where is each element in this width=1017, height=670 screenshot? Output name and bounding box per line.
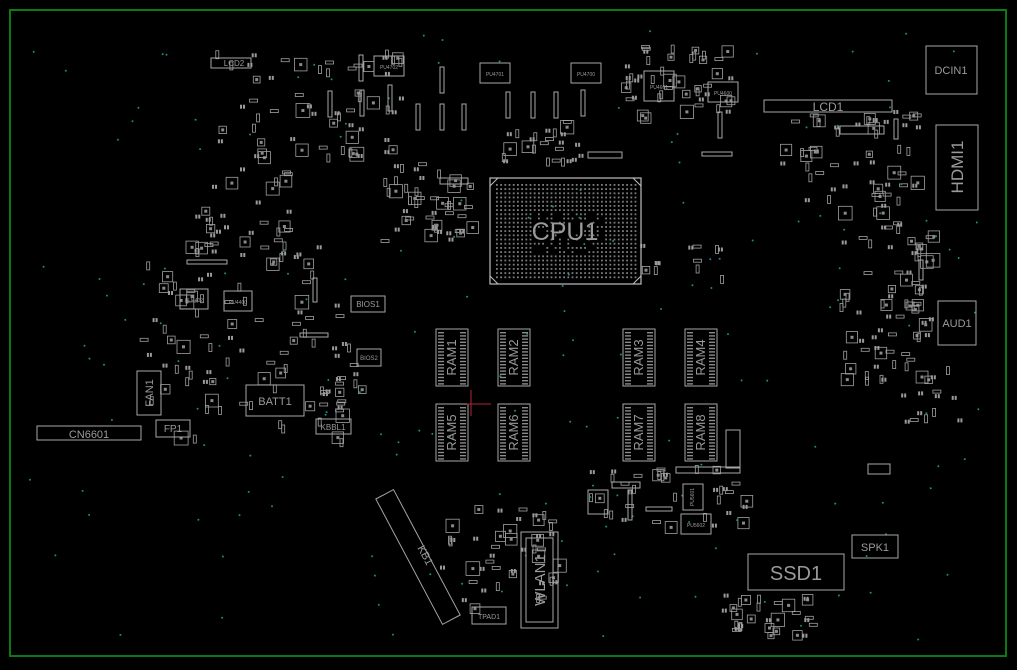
battery-connector[interactable]: BATT1 [245, 384, 305, 417]
fan-connector[interactable]: FAN1 [136, 370, 162, 416]
pu-label: PU5601 [690, 488, 696, 506]
bios-chip[interactable]: BIOS1 [350, 295, 386, 313]
speaker-label: SPK1 [861, 542, 889, 554]
misc-outlines [186, 54, 924, 521]
pu4702-chip[interactable]: PU4702 [373, 55, 405, 77]
pu-label: PU4700 [577, 72, 595, 78]
cn6601-connector[interactable]: CN6601 [36, 425, 142, 441]
ram-pads [438, 332, 715, 460]
ram-chip[interactable]: RAM1 [435, 328, 469, 387]
crosshair-cursor-icon [467, 390, 491, 416]
pu-label: PU4600 [714, 91, 732, 97]
fingerprint-label: FP1 [164, 424, 183, 435]
dcin-connector[interactable]: DCIN1 [925, 45, 978, 95]
pu4701-chip[interactable]: PU4701 [479, 62, 511, 84]
lcd2-label: LCD2 [224, 59, 245, 68]
kb-backlight-connector[interactable]: KBBL1 [315, 418, 352, 435]
ram-label: RAM4 [693, 339, 708, 375]
cpu-package[interactable]: CPU1 [489, 177, 642, 285]
ssd-slot[interactable]: SSD1 [747, 553, 845, 591]
board-outline [9, 9, 1007, 657]
audio-label: AUD1 [942, 318, 971, 330]
lcd1-label: LCD1 [813, 100, 844, 114]
ram-chip[interactable]: RAM8 [684, 403, 718, 462]
pu-label: PU4402 [185, 298, 203, 304]
pu4700-chip[interactable]: PU4700 [570, 62, 602, 84]
ssd-label: SSD1 [770, 563, 822, 585]
pu-label: PU4702 [380, 65, 398, 71]
wlan-module[interactable]: WLAN1 [520, 531, 559, 629]
ram-chip[interactable]: RAM6 [497, 403, 531, 462]
touchpad-connector[interactable]: TPAD1 [471, 606, 507, 625]
pu4601-chip[interactable]: PU4601 [643, 70, 675, 102]
ram-label: RAM8 [693, 414, 708, 450]
pu-label: PU4701 [486, 72, 504, 78]
fan-label: FAN1 [144, 379, 156, 407]
ram-chip[interactable]: RAM2 [497, 328, 531, 387]
bios2-label: BIOS2 [360, 356, 378, 362]
pu5601-chip[interactable]: PU5601 [682, 483, 704, 511]
small-components [139, 44, 963, 641]
pu5602-chip[interactable]: PU5602 [680, 513, 712, 535]
pu-label: PU5602 [687, 523, 705, 529]
speaker-connector[interactable]: SPK1 [851, 534, 899, 559]
ram-label: RAM1 [444, 339, 459, 375]
fingerprint-connector[interactable]: FP1 [155, 419, 191, 438]
wlan-label: WLAN1 [532, 554, 549, 606]
kb-backlight-label: KBBL1 [321, 423, 346, 432]
pu-label: PU4601 [650, 85, 668, 91]
pu-label: PU4400 [229, 300, 247, 306]
pu4402-chip[interactable]: PU4402 [179, 288, 209, 310]
ram-label: RAM2 [506, 339, 521, 375]
battery-label: BATT1 [258, 396, 291, 408]
ram-chip[interactable]: RAM4 [684, 328, 718, 387]
pu4600-chip[interactable]: PU4600 [707, 81, 739, 103]
cn6601-label: CN6601 [69, 429, 109, 441]
ram-chip[interactable]: RAM5 [435, 403, 469, 462]
ram-chip[interactable]: RAM3 [622, 328, 656, 387]
lcd1-connector[interactable]: LCD1 [763, 99, 893, 114]
ram-label: RAM5 [444, 414, 459, 450]
audio-jack[interactable]: AUD1 [937, 300, 977, 346]
bios2-chip[interactable]: BIOS2 [356, 348, 382, 367]
lcd2-connector[interactable]: LCD2 [210, 57, 252, 69]
ram-label: RAM7 [631, 414, 646, 450]
vias [29, 30, 980, 641]
hdmi-label: HDMI1 [948, 141, 967, 194]
ram-label: RAM6 [506, 414, 521, 450]
cpu-label: CPU1 [532, 218, 599, 246]
touchpad-label: TPAD1 [478, 614, 500, 621]
cpu-ball-grid [496, 184, 637, 279]
dcin-label: DCIN1 [934, 65, 967, 77]
bios-label: BIOS1 [356, 300, 380, 309]
ram-label: RAM3 [631, 339, 646, 375]
ram-packages: RAM1 RAM2 RAM3 RAM4 RAM5 RAM6 RAM7 RAM8 [435, 328, 718, 462]
ram-chip[interactable]: RAM7 [622, 403, 656, 462]
hdmi-connector[interactable]: HDMI1 [935, 124, 979, 211]
pu4400-chip[interactable]: PU4400 [223, 290, 253, 312]
